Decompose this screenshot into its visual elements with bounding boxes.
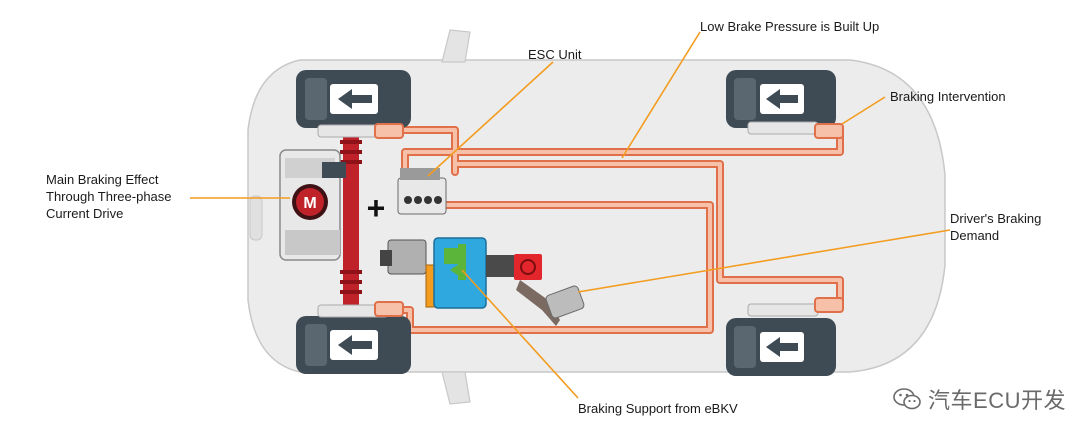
label-main-braking-line3: Current Drive: [46, 206, 124, 221]
brake-pedal: [516, 280, 585, 326]
wheel-front-left: [296, 70, 411, 138]
motor-letter: M: [303, 195, 316, 212]
label-main-braking-line1: Main Braking Effect: [46, 172, 159, 187]
esc-unit: [397, 168, 447, 215]
label-drivers-demand-line1: Driver's Braking: [950, 211, 1042, 226]
label-esc-unit: ESC Unit: [528, 47, 582, 62]
wheel-front-right: [726, 70, 844, 139]
plus-sign: +: [367, 190, 386, 226]
caliper-front-left: [374, 123, 404, 139]
leader-lines: [190, 31, 951, 399]
label-main-braking: Main Braking Effect Through Three-phase …: [46, 171, 172, 222]
front-axle: [340, 135, 362, 305]
car-body: [247, 29, 946, 405]
label-main-braking-line2: Through Three-phase: [46, 189, 172, 204]
label-drivers-demand: Driver's Braking Demand: [950, 210, 1041, 244]
label-braking-intervention: Braking Intervention: [890, 89, 1006, 104]
label-braking-support: Braking Support from eBKV: [578, 401, 738, 416]
wechat-icon: [893, 388, 921, 410]
watermark-text: 汽车ECU开发: [928, 388, 1066, 413]
wheel-rear-right: [726, 297, 844, 376]
label-drivers-demand-line2: Demand: [950, 228, 1000, 243]
label-low-brake-pressure: Low Brake Pressure is Built Up: [700, 19, 880, 34]
caliper-rear-left: [374, 301, 404, 317]
wheel-rear-left: [296, 304, 411, 374]
ebkv-booster: [380, 237, 542, 309]
watermark: 汽车ECU开发: [892, 383, 1066, 415]
electric-motor: [279, 149, 346, 261]
